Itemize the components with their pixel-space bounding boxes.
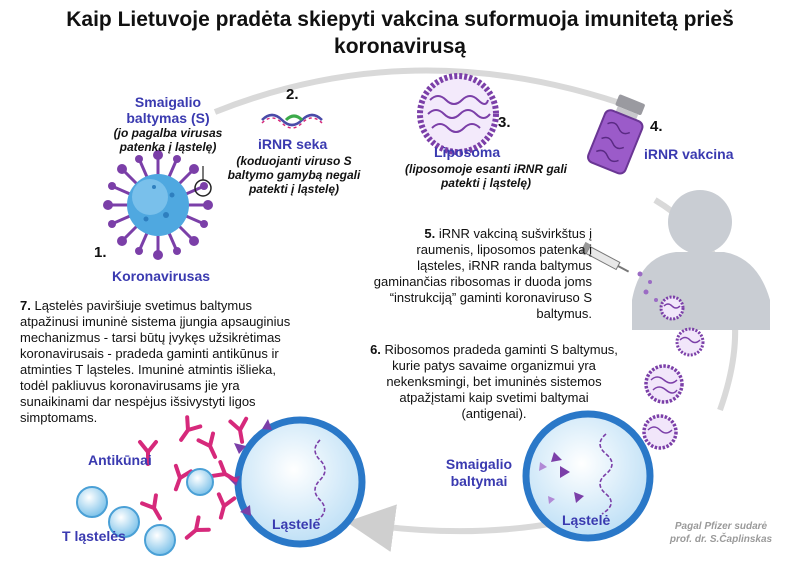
step-7-line-7: sunaikinami dar nespėjus išsivystyti lig… — [20, 394, 256, 409]
step-1-number: 1. — [94, 244, 107, 261]
liposome-small-4 — [642, 414, 678, 450]
liposome-small-1 — [659, 295, 685, 321]
human-silhouette — [632, 190, 770, 330]
step-5-text: 5. iRNR vakciną sušvirkštus į raumenis, … — [352, 226, 592, 322]
spike-label-line-2: baltymas (S) — [126, 110, 210, 126]
step-6-line-3: nekenksmingi, bet imuninės sistemos — [386, 374, 602, 389]
liposome-label: Liposoma — [434, 144, 501, 160]
liposome-small-3 — [644, 364, 684, 404]
page-title: Kaip Lietuvoje pradėta skiepyti vakcina … — [10, 6, 790, 60]
step-5-number: 5. — [424, 226, 436, 241]
spike-proteins-line-1: Smaigalio — [445, 456, 513, 472]
step-2-sub-line-3: patekti į ląstelę) — [248, 182, 340, 196]
step-6-line-4: atpažįstami kaip svetimi baltymai — [399, 390, 589, 405]
syringe-icon — [579, 241, 630, 273]
spike-proteins-line-2: baltymai — [450, 473, 508, 489]
step-7-line-5: atminties T ląsteles. Imuninė atmintis i… — [20, 362, 277, 377]
coronavirus-label: Koronavirusas — [112, 268, 211, 284]
cell-left-illustration — [228, 416, 366, 548]
step-4-number: 4. — [650, 118, 663, 135]
spike-sub-line-2: patenka į ląstelę) — [119, 140, 217, 154]
step-7-line-1: Ląstelės paviršiuje svetimus baltymus — [34, 298, 252, 313]
antibodies-group — [138, 415, 249, 540]
mrna-label: iRNR seka — [258, 136, 328, 152]
step-6-number: 6. — [370, 342, 381, 357]
step-5-line-6: baltymus. — [536, 306, 592, 321]
source-credit: Pagal Pfizer sudarė prof. dr. S.Čaplinsk… — [656, 520, 786, 546]
step-7-line-8: simptomams. — [20, 410, 98, 425]
step-5-line-3: ląsteles, iRNR randa baltymus — [417, 258, 592, 273]
liposome-small-2 — [675, 327, 705, 357]
step-6-line-5: (antigenai). — [461, 406, 527, 421]
spike-protein-label: Smaigalio baltymas (S) (jo pagalba virus… — [88, 94, 248, 154]
step-6-line-1: Ribosomos pradeda gaminti S baltymus, — [384, 342, 618, 357]
spike-sub-line-1: (jo pagalba virusas — [113, 126, 223, 140]
step-5-line-1: iRNR vakciną sušvirkštus į — [438, 226, 592, 241]
step-7-number: 7. — [20, 298, 31, 313]
credit-line-1: Pagal Pfizer sudarė — [674, 521, 768, 532]
step-2-sub-line-2: baltymo gamybą negali — [227, 168, 361, 182]
step-6-text: 6. Ribosomos pradeda gaminti S baltymus,… — [362, 342, 626, 422]
step-5-line-2: raumenis, liposomos patenka į — [416, 242, 592, 257]
step-3-sub-line-1: (liposomoje esanti iRNR gali — [404, 162, 568, 176]
title-line-2: koronavirusą — [334, 35, 466, 58]
step-7-line-2: atpažinusi imuninė sistema įjungia apsau… — [20, 314, 291, 329]
step-7-line-6: todėl pakliuvus koronavirusams jie yra — [20, 378, 240, 393]
step-7-line-4: koronavirusais - pradeda gaminti antikūn… — [20, 346, 279, 361]
injection-dots — [637, 271, 658, 302]
antibodies-label: Antikūnai — [88, 452, 152, 468]
step-5-line-5: “instrukciją” gaminti koronaviruso S — [389, 290, 592, 305]
t-cells-group — [76, 468, 214, 556]
step-6-line-2: kurie patys savaime organizmui yra — [392, 358, 596, 373]
coronavirus-illustration — [103, 150, 213, 260]
cycle-arc-top — [213, 67, 642, 115]
step-3-sub: (liposomoje esanti iRNR gali patekti į l… — [394, 162, 578, 190]
step-7-line-3: mechanizmus - tarsi būtų įvykęs užsikrėt… — [20, 330, 281, 345]
step-2-number: 2. — [286, 86, 299, 103]
mrna-strand — [261, 113, 323, 129]
step-5-line-4: gaminančias ribosomas ir duoda joms — [373, 274, 592, 289]
cell-right-illustration — [522, 410, 654, 542]
title-line-1: Kaip Lietuvoje pradėta skiepyti vakcina … — [66, 8, 734, 31]
liposome-illustration — [417, 73, 499, 155]
spike-proteins-label: Smaigalio baltymai — [434, 456, 524, 490]
cell-right-label: Ląstelė — [562, 512, 611, 528]
vaccine-label: iRNR vakcina — [644, 146, 734, 162]
step-3-sub-line-2: patekti į ląstelę) — [440, 176, 532, 190]
vaccine-vial-icon — [587, 94, 645, 175]
step-7-text: 7. Ląstelės paviršiuje svetimus baltymus… — [20, 298, 342, 426]
spike-label-line-1: Smaigalio — [134, 94, 202, 110]
step-3-number: 3. — [498, 114, 511, 131]
cell-left-label: Ląstelė — [272, 516, 321, 532]
step-2-sub-line-1: (koduojanti viruso S — [236, 154, 352, 168]
step-2-sub: (koduojanti viruso S baltymo gamybą nega… — [224, 154, 364, 196]
credit-line-2: prof. dr. S.Čaplinskas — [669, 534, 773, 545]
t-cells-label: T ląstelės — [62, 528, 126, 544]
